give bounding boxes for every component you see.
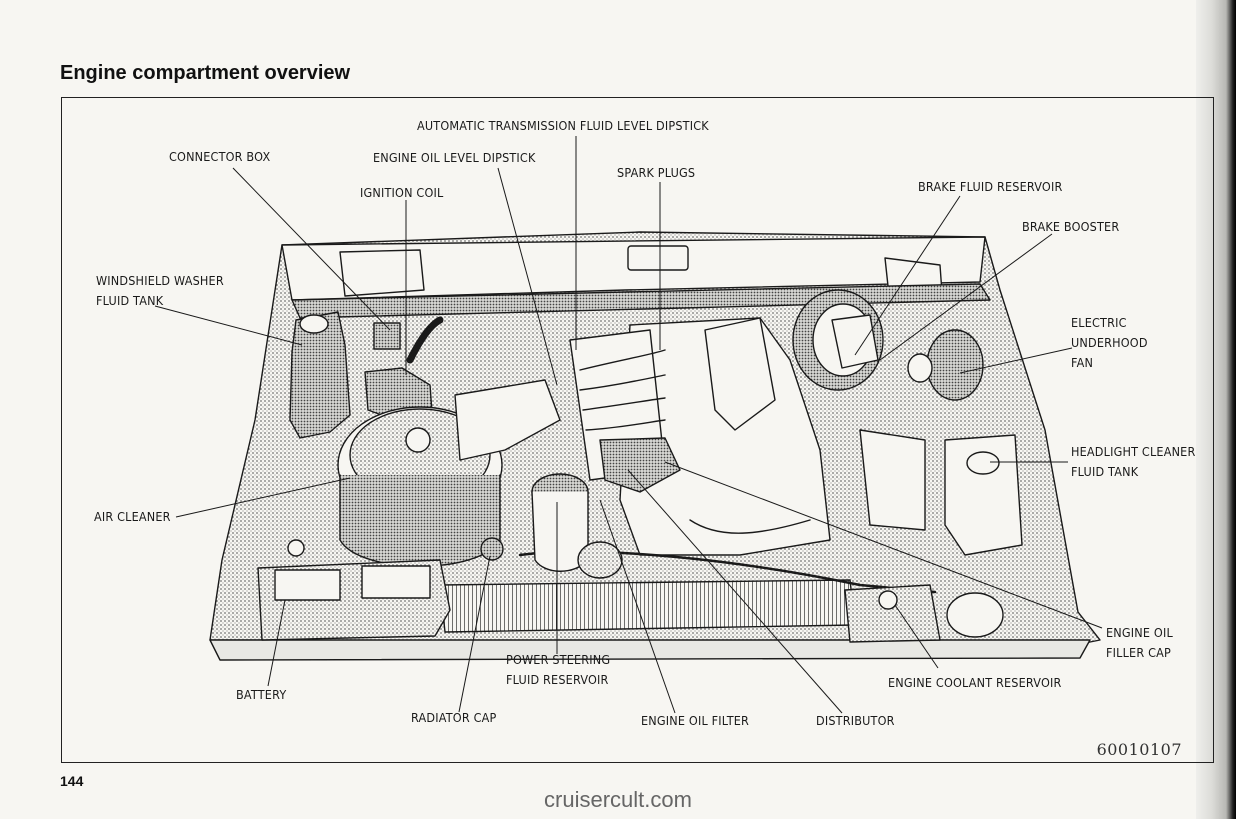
headlight-tank-shape (944, 434, 1023, 556)
leader-connector-box (232, 167, 391, 331)
leader-washer-tank (154, 305, 303, 346)
radiator-cap-shape (480, 537, 504, 561)
label-brake-fluid-reservoir: BRAKE FLUID RESERVOIR (918, 179, 1063, 194)
leader-battery (267, 599, 286, 687)
headlight-tank-cap (966, 451, 1000, 475)
hose-1 (406, 316, 444, 364)
label-oil-filler-cap: ENGINE OIL FILLER CAP (1106, 623, 1173, 663)
label-engine-oil-dipstick: ENGINE OIL LEVEL DIPSTICK (373, 150, 536, 165)
air-intake-duct (454, 379, 561, 461)
leader-radiator-cap (458, 555, 491, 713)
leader-air-cleaner (175, 477, 351, 518)
coolant-reservoir-shape (844, 584, 941, 643)
label-fan-line3: FAN (1071, 355, 1094, 370)
label-oil-filler-line2: FILLER CAP (1106, 645, 1171, 660)
fan-hub (907, 353, 933, 383)
label-underhood-fan: ELECTRIC UNDERHOOD FAN (1071, 313, 1148, 373)
leader-engine-oil-dipstick (497, 167, 558, 386)
label-headlight-cleaner-tank: HEADLIGHT CLEANER FLUID TANK (1071, 442, 1195, 482)
leader-coolant (894, 604, 939, 669)
lower-hose (689, 519, 811, 534)
label-headlight-line1: HEADLIGHT CLEANER (1071, 444, 1196, 459)
washer-tank-cap (299, 314, 329, 334)
label-washer-tank-line1: WINDSHIELD WASHER (96, 273, 224, 288)
page-edge (1196, 0, 1236, 819)
brake-reservoir-shape (831, 314, 879, 369)
leader-oil-filler (664, 461, 1103, 629)
label-oil-filler-line1: ENGINE OIL (1106, 625, 1173, 640)
cowl-vent-center (627, 245, 689, 271)
label-connector-box: CONNECTOR BOX (169, 149, 271, 164)
leader-oil-filter (599, 499, 676, 714)
leader-brake-fluid (854, 195, 961, 356)
leader-fan (959, 347, 1073, 374)
label-washer-tank-line2: FLUID TANK (96, 293, 164, 308)
label-washer-tank: WINDSHIELD WASHER FLUID TANK (96, 271, 224, 311)
watermark-text: cruisercult.com (544, 787, 692, 812)
battery-terminal (287, 539, 305, 557)
page-heading: Engine compartment overview (60, 62, 351, 84)
label-headlight-line2: FLUID TANK (1071, 464, 1139, 479)
distributor-shape (599, 437, 681, 493)
coolant-reservoir-cap (878, 590, 898, 610)
label-air-cleaner: AIR CLEANER (94, 509, 171, 524)
oil-filter-shape (577, 541, 623, 579)
page-number: 144 (60, 773, 84, 789)
air-cleaner-body (339, 474, 501, 567)
figure-reference-number: 60010107 (1096, 740, 1182, 759)
label-fan-line1: ELECTRIC (1071, 315, 1127, 330)
battery-cell-1 (274, 569, 341, 601)
label-fan-line2: UNDERHOOD (1071, 335, 1148, 350)
label-ignition-coil: IGNITION COIL (360, 185, 444, 200)
radiator-support (439, 579, 856, 633)
fan-shape (926, 329, 984, 401)
label-coolant-reservoir: ENGINE COOLANT RESERVOIR (888, 675, 1062, 690)
label-distributor: DISTRIBUTOR (816, 713, 895, 728)
figure-frame (61, 97, 1214, 763)
label-spark-plugs: SPARK PLUGS (617, 165, 696, 180)
label-ps-line1: POWER STEERING (506, 652, 611, 667)
leader-distributor (627, 469, 843, 714)
engine-block (619, 317, 831, 556)
air-cleaner-nut (405, 427, 431, 453)
spark-plug-wires (579, 349, 666, 431)
label-atf-dipstick: AUTOMATIC TRANSMISSION FLUID LEVEL DIPST… (417, 118, 709, 133)
firewall (291, 283, 991, 319)
label-brake-booster: BRAKE BOOSTER (1022, 219, 1120, 234)
intake-manifold (704, 317, 776, 431)
label-battery: BATTERY (236, 687, 287, 702)
label-radiator-cap: RADIATOR CAP (411, 710, 497, 725)
washer-tank (289, 311, 351, 439)
right-strut (946, 592, 1004, 638)
oil-filler-area (859, 429, 926, 531)
label-oil-filter: ENGINE OIL FILTER (641, 713, 750, 728)
leader-brake-booster (879, 233, 1053, 361)
label-ps-line2: FLUID RESERVOIR (506, 672, 609, 687)
label-ps-reservoir: POWER STEERING FLUID RESERVOIR (506, 650, 610, 690)
cowl-vent-left (339, 249, 425, 297)
battery-cell-2 (361, 565, 431, 599)
front-crossmember (209, 639, 1091, 661)
